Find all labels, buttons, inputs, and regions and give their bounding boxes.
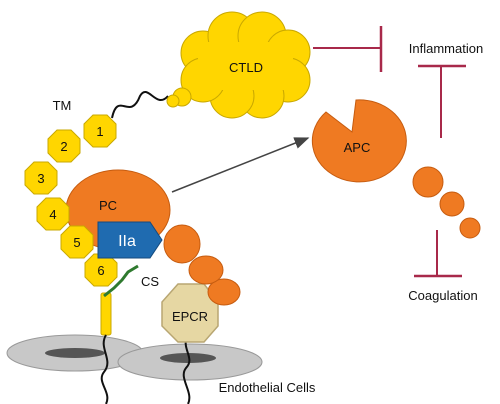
tm-domain-label-6: 6 [97, 263, 104, 278]
endothelial-membrane [6, 334, 263, 381]
thrombin-shape [97, 221, 163, 259]
inhibition-apc-coagulation [414, 230, 462, 278]
tm-egf-domains [24, 114, 118, 287]
tm-linker [111, 91, 169, 119]
tm-domain-label-2: 2 [60, 139, 67, 154]
coagulation-label: Coagulation [408, 288, 477, 303]
inhibition-apc-inflammation [418, 64, 466, 138]
ctld-label: CTLD [229, 60, 263, 75]
tm-domain-label-3: 3 [37, 171, 44, 186]
apc-shape [311, 99, 407, 183]
ctld-cloud [166, 11, 311, 119]
tm-label: TM [53, 98, 72, 113]
apc-label: APC [344, 140, 371, 155]
pc-domain-chain [163, 224, 241, 306]
tm-domain-shape-2 [47, 129, 81, 163]
epcr-label: EPCR [172, 309, 208, 324]
tm-domain-shape-1 [83, 114, 117, 148]
cs-label: CS [141, 274, 159, 289]
thrombin-label: IIa [118, 233, 136, 250]
inhibition-ctld-inflammation [313, 26, 383, 72]
tm-domain-label-5: 5 [73, 235, 80, 250]
apc-domain-chain [412, 166, 481, 239]
tm-domain-shape-3 [24, 161, 58, 195]
tm-domain-label-1: 1 [96, 124, 103, 139]
pc-label: PC [99, 198, 117, 213]
tm-domain-label-4: 4 [49, 207, 56, 222]
endothelial-cells-label: Endothelial Cells [219, 380, 316, 395]
tm-domain-shape-5 [60, 225, 94, 259]
inflammation-label: Inflammation [409, 41, 483, 56]
tm-domain-shape-4 [36, 197, 70, 231]
cs-chain [103, 264, 139, 298]
epcr-anchor [182, 334, 191, 404]
activation-arrow [171, 137, 310, 193]
